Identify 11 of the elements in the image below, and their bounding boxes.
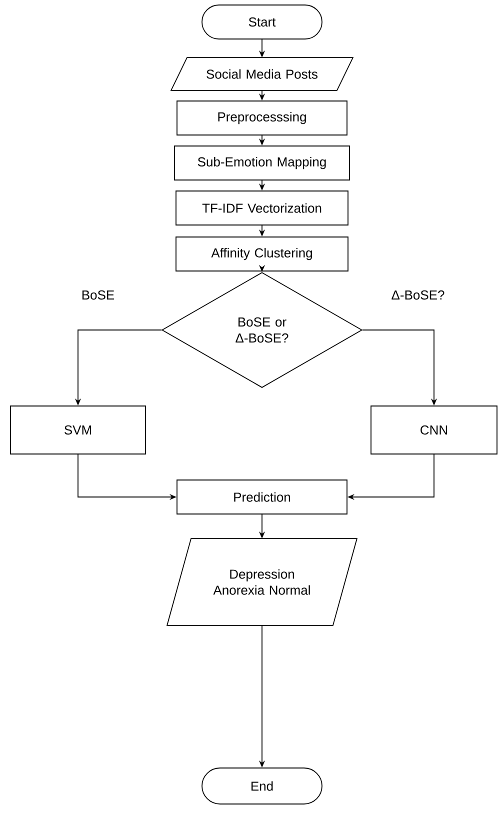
terminal-box: End xyxy=(202,768,322,804)
terminal-box: Start xyxy=(202,4,322,40)
process-box: Affinity Clustering xyxy=(176,236,348,272)
process-box: TF-IDF Vectorization xyxy=(176,190,348,226)
process-box: Preprocesssing xyxy=(176,100,348,136)
process-box: Prediction xyxy=(176,480,348,514)
process-box: SVM xyxy=(10,406,146,454)
edge-label: Δ-BoSE? xyxy=(390,289,446,301)
process-box: CNN xyxy=(370,406,498,454)
process-box: Sub-Emotion Mapping xyxy=(174,146,350,180)
edge-label: BoSE xyxy=(80,289,116,301)
